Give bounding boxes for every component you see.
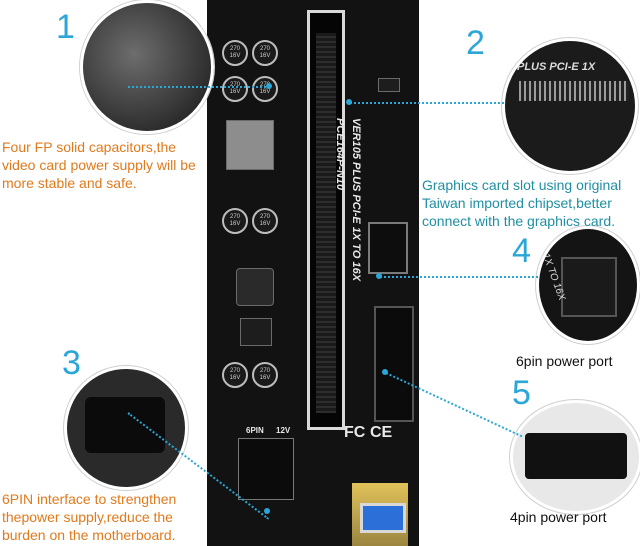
6pin-port-photo: E 1X TO 16X: [536, 226, 640, 344]
chip: [378, 78, 400, 92]
caption-5-line: 4pin power port: [510, 509, 607, 525]
board-6pin-text: 6PIN: [246, 426, 264, 435]
inductor: [236, 268, 274, 306]
caption-3-line: 6PIN interface to strengthen: [2, 491, 177, 507]
callout-dot-2: [346, 99, 352, 105]
callout-number-1: 1: [56, 8, 75, 46]
board-6pin-header: [238, 438, 294, 500]
callout-line-1: [128, 86, 270, 88]
chip: [240, 318, 272, 346]
callout-line-2: [350, 102, 504, 104]
4pin-port-photo: [510, 400, 640, 514]
callout-dot-3: [264, 508, 270, 514]
caption-4-line: 6pin power port: [516, 353, 613, 369]
board-12v-text: 12V: [276, 426, 291, 435]
capacitor-photo: [80, 0, 214, 134]
zoom-label: PLUS PCI-E 1X: [517, 61, 596, 73]
callout-dot-4: [376, 273, 382, 279]
caption-3-line: thepower supply,reduce the: [2, 509, 173, 525]
slot-zoom-photo: PLUS PCI-E 1X: [502, 38, 638, 174]
caption-1-line: video card power supply will be: [2, 157, 196, 173]
caption-4: 6pin power port: [516, 352, 613, 370]
pcie-slot: [307, 10, 345, 430]
caption-2-line: Graphics card slot using original: [422, 177, 622, 193]
ce-mark: CE: [370, 424, 393, 441]
board-version-text: VER105 PLUS PCI-E 1X TO 16X: [350, 118, 362, 282]
callout-line-4: [380, 276, 538, 278]
caption-2: Graphics card slot using original Taiwan…: [422, 176, 621, 230]
callout-number-5: 5: [512, 374, 531, 412]
6pin-interface-photo: [64, 366, 188, 490]
usb-port: [352, 483, 408, 546]
callout-number-3: 3: [62, 344, 81, 382]
voltage-regulator: [226, 120, 274, 170]
callout-dot-1: [266, 83, 272, 89]
fc-mark: FC: [344, 424, 366, 441]
caption-1-line: more stable and safe.: [2, 175, 137, 191]
callout-dot-5: [382, 369, 388, 375]
caption-3: 6PIN interface to strengthen thepower su…: [2, 490, 176, 544]
board-4pin-connector: [374, 306, 414, 422]
board-6pin-connector: [368, 222, 408, 274]
caption-2-line: Taiwan imported chipset,better: [422, 195, 612, 211]
caption-5: 4pin power port: [510, 508, 607, 526]
caption-1-line: Four FP solid capacitors,the: [2, 139, 177, 155]
caption-2-line: connect with the graphics card.: [422, 213, 615, 229]
caption-3-line: burden on the motherboard.: [2, 527, 176, 543]
callout-number-4: 4: [512, 232, 531, 270]
caption-1: Four FP solid capacitors,the video card …: [2, 138, 196, 192]
callout-number-2: 2: [466, 24, 485, 62]
board-model-text: PCE164P-N10: [334, 118, 346, 191]
